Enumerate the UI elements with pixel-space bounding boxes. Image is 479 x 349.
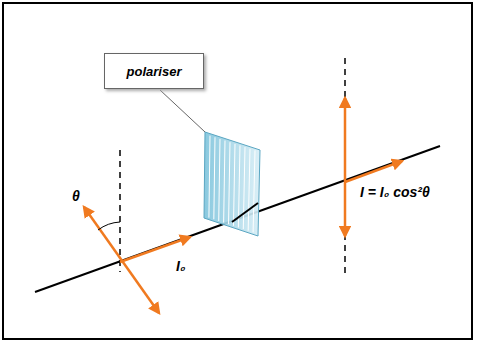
angle-label: θ [72,188,80,204]
intensity-label: I₀ [176,258,185,274]
vertical-reference [344,58,346,275]
propagation-axis [232,203,258,222]
leader-line [160,90,205,132]
intensity-arrow [345,161,402,182]
angle-arc [98,222,120,230]
label-text: polariser [127,64,182,79]
label-box: polariser [104,53,204,89]
frame [3,3,472,339]
polarisation-arrow [344,98,347,236]
polariser-sheet [204,132,260,236]
vertical-reference [119,150,121,272]
formula-label: I = I₀ cos²θ [360,184,430,200]
polarisation-arrow [84,207,159,313]
